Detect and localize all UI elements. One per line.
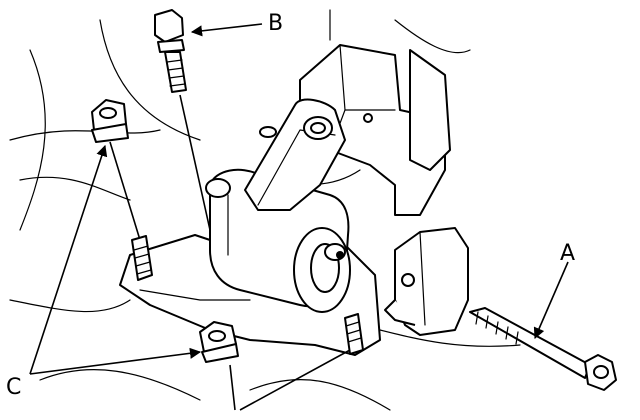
- side-bracket: [384, 227, 469, 336]
- stud-left: [131, 235, 153, 281]
- nut-c-upper: [91, 99, 141, 241]
- mount-arm: [244, 98, 346, 211]
- callout-label-b: B: [268, 11, 283, 36]
- bolt-a: [469, 307, 617, 391]
- nut-c-lower: [199, 321, 351, 411]
- bolt-b: [154, 9, 211, 231]
- chassis-background: [9, 9, 521, 411]
- callout-label-c: C: [6, 375, 21, 400]
- callout-leaders: [29, 23, 569, 375]
- mount-body: [205, 168, 351, 313]
- stud-right: [344, 313, 364, 355]
- callout-label-a: A: [560, 241, 575, 266]
